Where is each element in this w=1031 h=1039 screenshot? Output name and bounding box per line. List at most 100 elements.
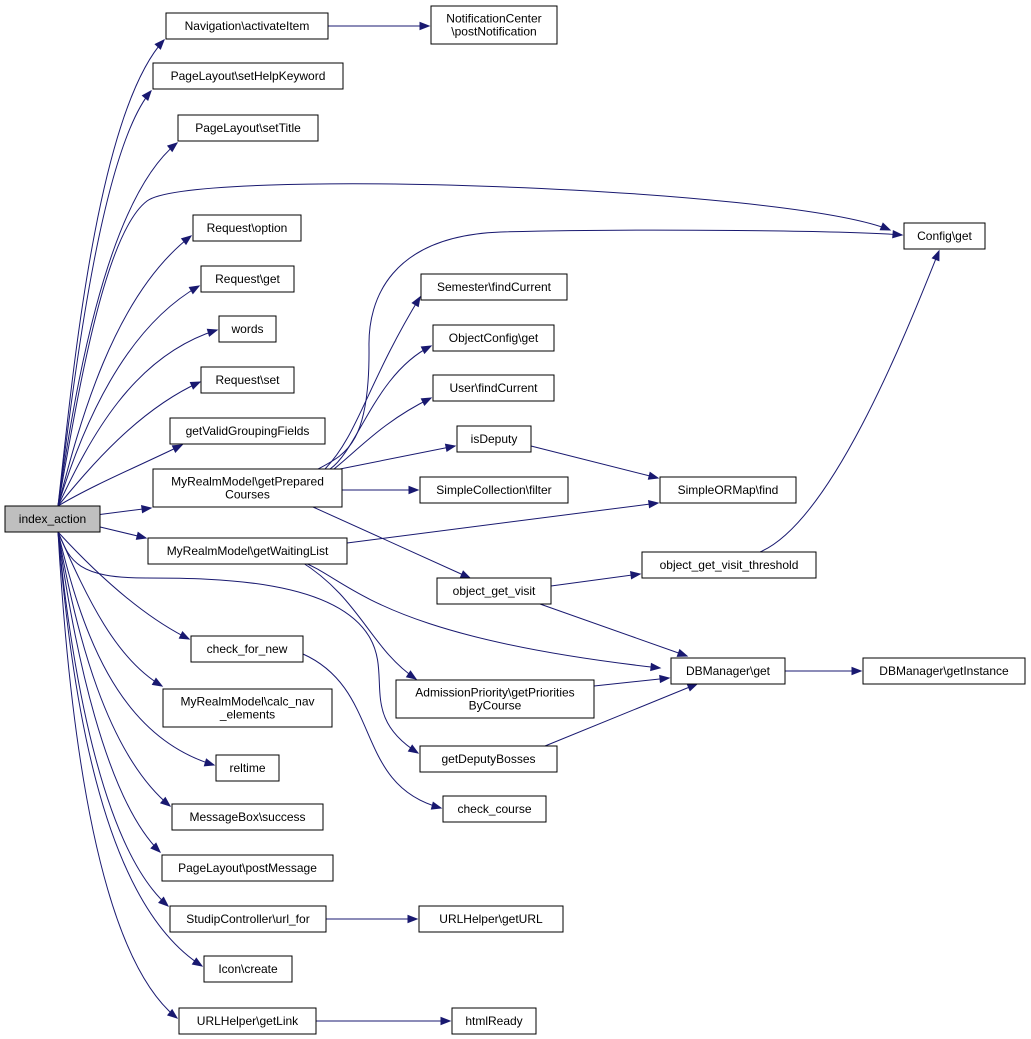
node-n9[interactable]: Request\set: [200, 366, 295, 394]
node-label: MyRealmModel\getPrepared: [171, 475, 324, 489]
edge-line: [312, 506, 471, 579]
edge-line: [57, 531, 203, 967]
node-label: object_get_visit_threshold: [660, 558, 799, 572]
edge-n0-to-n4: [57, 142, 179, 507]
node-n35[interactable]: htmlReady: [451, 1007, 537, 1035]
arrowhead: [151, 677, 164, 687]
node-label: \postNotification: [451, 25, 536, 39]
node-n15[interactable]: isDeputy: [456, 425, 532, 453]
edge-n0-to-n27: [57, 531, 164, 687]
node-n31[interactable]: StudipController\url_for: [169, 905, 327, 933]
arrowhead: [180, 235, 193, 246]
node-box: [395, 679, 595, 719]
node-label: PageLayout\setTitle: [195, 121, 301, 135]
node-n12[interactable]: Semester\findCurrent: [420, 273, 568, 301]
node-n21[interactable]: DBManager\getInstance: [862, 657, 1026, 685]
node-n29[interactable]: MessageBox\success: [171, 803, 324, 831]
node-n34[interactable]: URLHelper\getLink: [178, 1007, 317, 1035]
edge-n0-to-n9: [57, 381, 202, 507]
arrowhead: [676, 648, 689, 657]
node-n24[interactable]: check_for_new: [190, 635, 304, 663]
node-box: [192, 214, 302, 242]
node-label: DBManager\get: [686, 664, 771, 678]
node-n13[interactable]: ObjectConfig\get: [432, 324, 555, 352]
edge-n0-to-n22: [95, 525, 148, 540]
node-n32[interactable]: URLHelper\getURL: [418, 905, 564, 933]
node-box: [430, 5, 558, 45]
node-box: [451, 1007, 537, 1035]
arrowhead: [206, 328, 219, 337]
node-n14[interactable]: User\findCurrent: [432, 374, 555, 402]
edge-n18-to-n19: [550, 571, 642, 587]
node-n0[interactable]: index_action: [4, 505, 101, 533]
node-box: [418, 905, 564, 933]
node-label: object_get_visit: [453, 584, 536, 598]
edge-n11-to-n17: [342, 485, 420, 495]
node-n3[interactable]: PageLayout\setHelpKeyword: [152, 62, 344, 90]
edge-line: [57, 531, 215, 766]
edge-n0-to-n24: [57, 531, 191, 640]
node-n16[interactable]: SimpleORMap\find: [659, 476, 797, 504]
node-n1[interactable]: Navigation\activateItem: [165, 12, 329, 40]
edge-n23-to-n20: [593, 674, 671, 687]
edge-n0-to-n11: [95, 505, 153, 516]
node-n30[interactable]: PageLayout\postMessage: [161, 854, 334, 882]
node-box: [659, 476, 797, 504]
node-box: [152, 468, 343, 508]
arrowhead: [408, 485, 420, 495]
edge-line: [57, 444, 183, 507]
node-n26[interactable]: check_course: [442, 795, 547, 823]
node-n17[interactable]: SimpleCollection\filter: [419, 476, 569, 504]
arrowhead: [150, 842, 161, 853]
arrowhead: [419, 21, 431, 31]
node-label: getDeputyBosses: [441, 752, 535, 766]
arrowhead: [892, 230, 904, 239]
edge-n31-to-n32: [326, 914, 419, 924]
edge-line: [299, 560, 661, 669]
edge-n11-to-n13: [329, 345, 433, 470]
arrowhead: [411, 295, 421, 308]
node-n8[interactable]: words: [218, 315, 277, 343]
node-n22[interactable]: MyRealmModel\getWaitingList: [147, 537, 348, 565]
node-n2[interactable]: NotificationCenter\postNotification: [430, 5, 558, 45]
edge-line: [57, 531, 178, 1019]
node-n7[interactable]: Request\get: [200, 265, 295, 293]
node-box: [165, 12, 329, 40]
node-n20[interactable]: DBManager\get: [670, 657, 786, 685]
node-n25[interactable]: getDeputyBosses: [419, 745, 558, 773]
arrowhead: [931, 249, 940, 262]
node-label: Semester\findCurrent: [437, 280, 552, 294]
node-label: htmlReady: [465, 1014, 522, 1028]
node-n6[interactable]: Request\option: [192, 214, 302, 242]
edge-line: [57, 381, 201, 507]
node-label: reltime: [229, 761, 265, 775]
edge-n11-to-n15: [339, 443, 457, 470]
node-box: [670, 657, 786, 685]
node-box: [442, 795, 547, 823]
arrowhead: [420, 345, 433, 355]
arrowhead: [171, 444, 184, 453]
node-n4[interactable]: PageLayout\setTitle: [177, 114, 319, 142]
node-n10[interactable]: getValidGroupingFields: [169, 417, 326, 445]
node-n27[interactable]: MyRealmModel\calc_nav_elements: [162, 688, 333, 728]
node-box: [4, 505, 101, 533]
node-label: ByCourse: [469, 699, 522, 713]
edge-n0-to-n3: [57, 89, 152, 507]
node-n28[interactable]: reltime: [215, 754, 280, 782]
node-label: check_for_new: [207, 642, 288, 656]
node-label: _elements: [219, 708, 275, 722]
node-n5[interactable]: Config\get: [903, 222, 986, 250]
edge-n0-to-n6: [57, 235, 193, 507]
node-n19[interactable]: object_get_visit_threshold: [641, 551, 817, 579]
arrowhead: [647, 471, 660, 480]
node-n18[interactable]: object_get_visit: [436, 577, 552, 605]
node-label: SimpleCollection\filter: [436, 483, 551, 497]
node-box: [152, 62, 344, 90]
edge-line: [544, 683, 698, 747]
arrowhead: [154, 38, 165, 50]
arrowhead: [189, 381, 202, 390]
node-n33[interactable]: Icon\create: [203, 955, 293, 983]
